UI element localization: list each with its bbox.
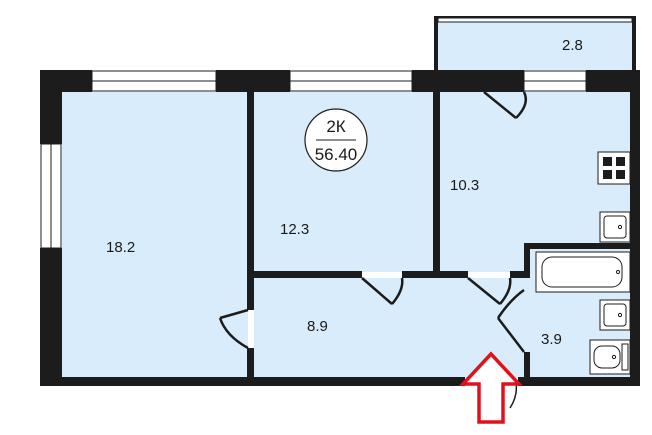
apartment-type-label: 2К: [326, 117, 345, 136]
balcony-floor: [438, 22, 632, 70]
door-living: [218, 308, 249, 350]
floor-areas: [62, 22, 632, 378]
window-balcony: [437, 17, 633, 23]
door-balcony: [483, 91, 527, 119]
room-area-balcony: 2.8: [562, 37, 583, 54]
room-area-hallway: 8.9: [307, 318, 328, 335]
toilet-icon: [589, 339, 631, 375]
walls: [40, 16, 640, 386]
kitchen-sink-icon: [599, 211, 631, 243]
entrance-arrow-icon: [458, 351, 524, 424]
door-kitchen: [467, 277, 512, 305]
apartment-total-area: 56.40: [315, 145, 358, 164]
doors: [218, 91, 527, 353]
room-area-living-room: 18.2: [106, 239, 135, 256]
door-bathroom: [496, 288, 525, 353]
room-area-bedroom: 12.3: [280, 221, 309, 238]
apartment-badge: 2К 56.40: [304, 108, 368, 172]
stove-icon: [597, 151, 631, 185]
washbasin-icon: [599, 299, 631, 331]
living-room-floor: [62, 92, 248, 378]
room-area-kitchen: 10.3: [450, 177, 479, 194]
door-bedroom: [361, 277, 404, 305]
room-area-bathroom: 3.9: [541, 331, 562, 348]
windows: [40, 17, 633, 249]
bathtub-icon: [535, 251, 631, 293]
